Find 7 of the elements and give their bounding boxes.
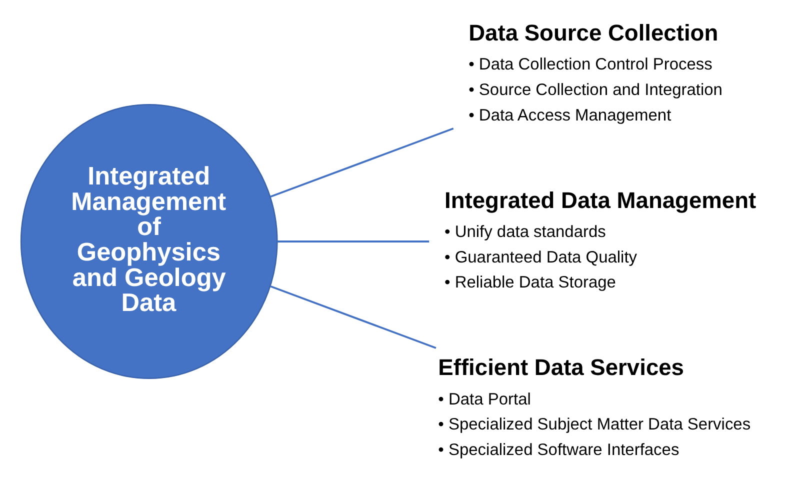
node-circle: Integrated Management of Geophysics and Geology Data: [20, 104, 278, 380]
connector: [270, 285, 436, 349]
node-text: Efficient Data Services • Data Portal • Specialized Subject Matter Data Services • Specialized Software Interfaces: [438, 354, 750, 459]
node-text: Data Source Collection • Data Collection Control Process • Source Collection and Integration • Data Access Management: [468, 19, 722, 124]
connector: [270, 128, 454, 198]
node-text: Integrated Data Management • Unify data standards • Guaranteed Data Quality • Reliable Data Storage: [444, 186, 756, 292]
connector: [276, 240, 429, 242]
